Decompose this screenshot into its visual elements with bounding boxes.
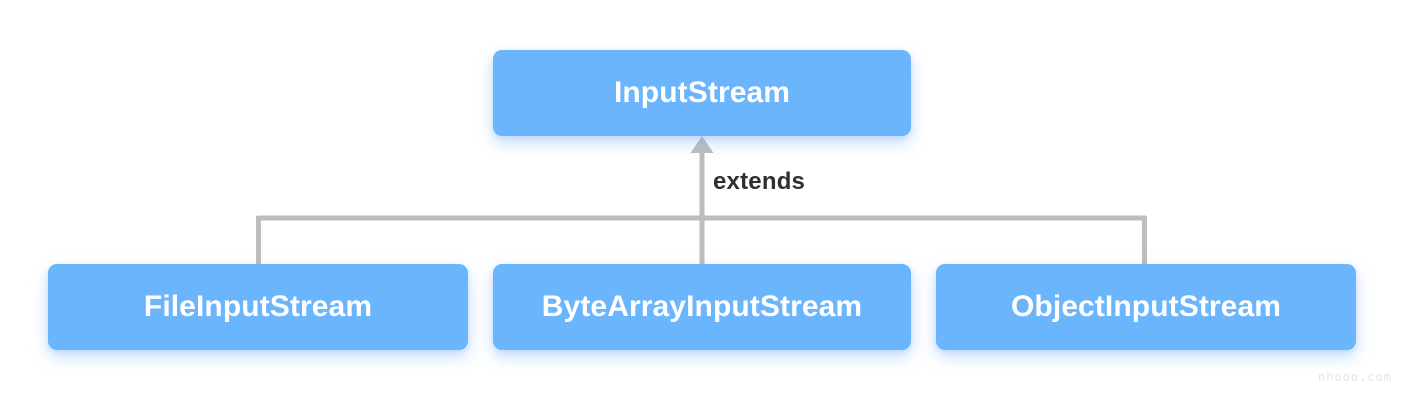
- class-node-bytearrayinputstream[interactable]: ByteArrayInputStream: [493, 264, 911, 350]
- class-node-label: FileInputStream: [143, 290, 373, 323]
- class-node-objectinputstream[interactable]: ObjectInputStream: [936, 264, 1356, 350]
- watermark: nhooo.com: [1317, 370, 1392, 384]
- arrow-up-icon: [690, 136, 714, 153]
- class-node-label: ObjectInputStream: [1010, 290, 1282, 323]
- relationship-label: extends: [713, 168, 806, 195]
- class-node-label: InputStream: [613, 76, 791, 109]
- class-node-label: ByteArrayInputStream: [541, 290, 863, 323]
- class-node-fileinputstream[interactable]: FileInputStream: [48, 264, 468, 350]
- class-node-inputstream[interactable]: InputStream: [493, 50, 911, 136]
